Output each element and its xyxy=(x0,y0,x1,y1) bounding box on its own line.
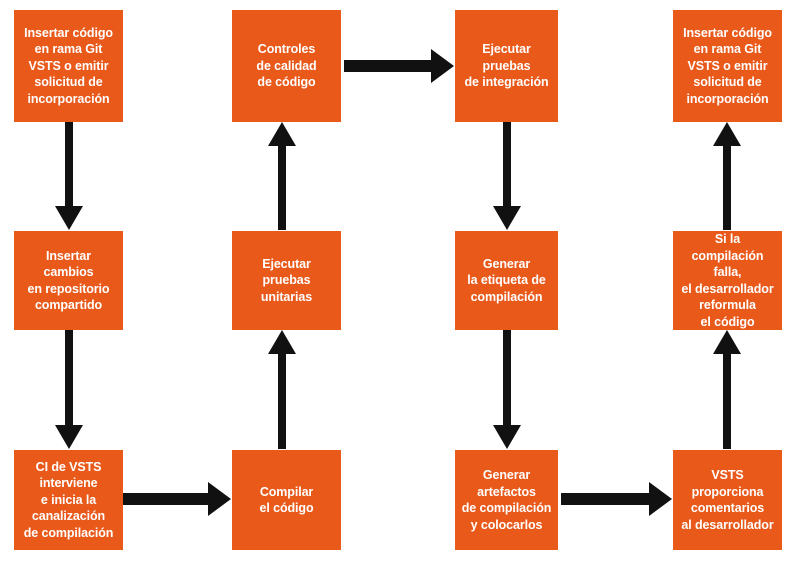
arrow-up-icon-col2-r2-r1 xyxy=(267,122,297,231)
flow-node-r3c2[interactable]: Compilar el código xyxy=(232,450,341,550)
arrow-right-icon-row1-c2-c3 xyxy=(341,47,455,85)
arrow-up-icon-col4-r3-r2 xyxy=(712,330,742,450)
flow-node-r2c3[interactable]: Generar la etiqueta de compilación xyxy=(455,231,558,330)
flow-node-r2c1[interactable]: Insertar cambios en repositorio comparti… xyxy=(14,231,123,330)
arrow-down-icon-col3-r2-r3 xyxy=(492,330,522,450)
flow-node-r1c3[interactable]: Ejecutar pruebas de integración xyxy=(455,10,558,122)
flow-node-r2c4[interactable]: Si la compilación falla, el desarrollado… xyxy=(673,231,782,330)
flow-node-r1c1[interactable]: Insertar código en rama Git VSTS o emiti… xyxy=(14,10,123,122)
flow-node-r1c4[interactable]: Insertar código en rama Git VSTS o emiti… xyxy=(673,10,782,122)
arrow-down-icon-col1-r2-r3 xyxy=(54,330,84,450)
arrow-right-icon-row3-c3-c4 xyxy=(558,480,673,518)
arrow-right-icon-row3-c1-c2 xyxy=(123,480,232,518)
flow-node-r3c4[interactable]: VSTS proporciona comentarios al desarrol… xyxy=(673,450,782,550)
flow-node-r3c1[interactable]: CI de VSTS interviene e inicia la canali… xyxy=(14,450,123,550)
flow-node-r1c2[interactable]: Controles de calidad de código xyxy=(232,10,341,122)
arrow-down-icon-col3-r1-r2 xyxy=(492,122,522,231)
arrow-up-icon-col2-r3-r2 xyxy=(267,330,297,450)
arrow-down-icon-col1-r1-r2 xyxy=(54,122,84,231)
flow-node-r2c2[interactable]: Ejecutar pruebas unitarias xyxy=(232,231,341,330)
arrow-up-icon-col4-r2-r1 xyxy=(712,122,742,231)
flow-node-r3c3[interactable]: Generar artefactos de compilación y colo… xyxy=(455,450,558,550)
